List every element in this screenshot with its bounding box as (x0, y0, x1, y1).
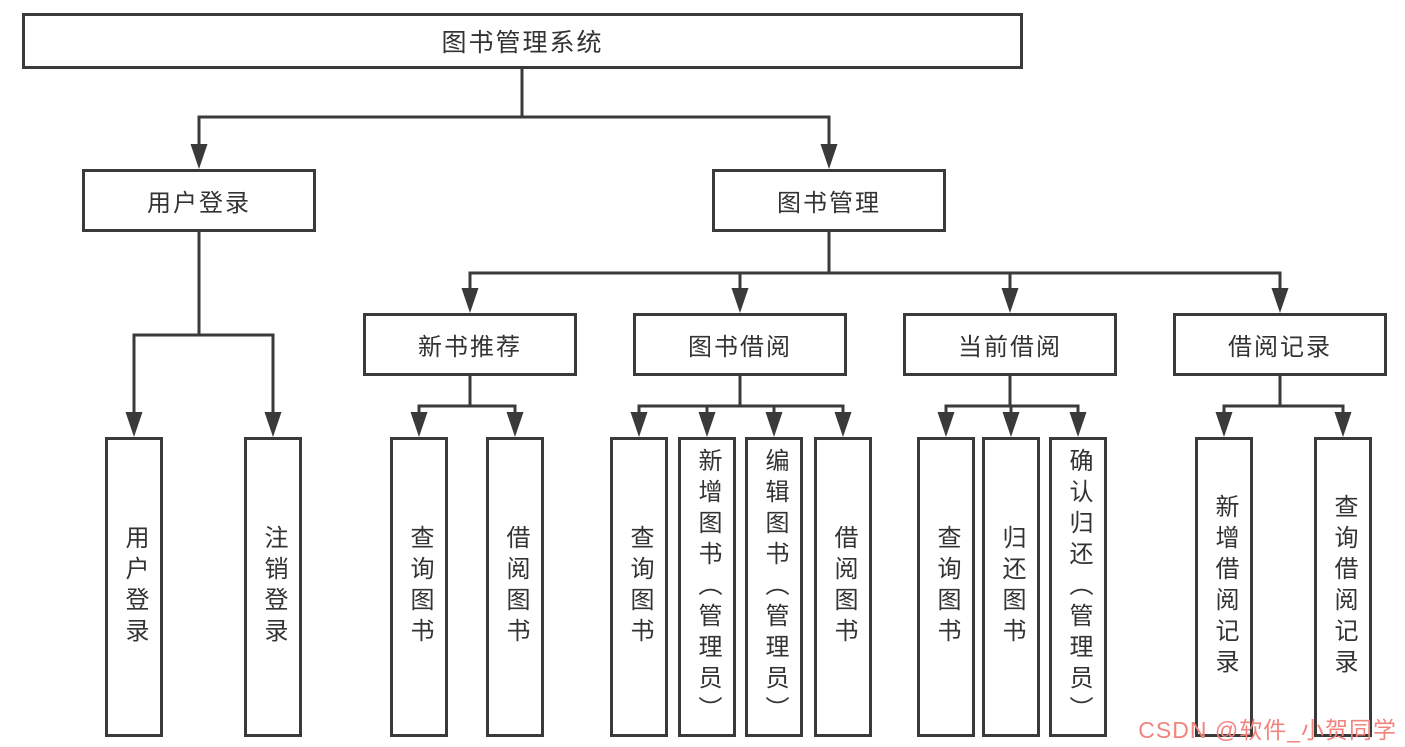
arrowhead (1334, 412, 1352, 437)
node-section-current-borrowing: 当前借阅 (903, 313, 1117, 376)
arrowhead (937, 412, 955, 437)
arrowhead (698, 412, 716, 437)
arrowhead (264, 412, 282, 437)
arrowhead (410, 412, 428, 437)
arrowhead (506, 412, 524, 437)
arrowhead (1069, 412, 1087, 437)
arrowhead (1001, 288, 1019, 313)
edge-root-to-level2 (197, 69, 831, 146)
csdn-watermark: CSDN @软件_小贺同学 (1138, 717, 1397, 743)
leaf-query-books-current: 查询图书 (917, 437, 975, 737)
node-user-login-branch: 用户登录 (82, 169, 316, 232)
arrowhead (1271, 288, 1289, 313)
edge-new-book-recommendation-to-children (417, 376, 517, 414)
arrowhead (731, 288, 749, 313)
node-section-borrowing-records: 借阅记录 (1173, 313, 1387, 376)
leaf-add-book-admin: 新增图书（管理员） (678, 437, 736, 737)
node-root: 图书管理系统 (22, 13, 1023, 69)
edge-user-login-to-children (132, 232, 275, 414)
leaf-borrow-books: 借阅图书 (814, 437, 872, 737)
arrowhead (461, 288, 479, 313)
leaf-borrow-books-recommend: 借阅图书 (486, 437, 544, 737)
arrowhead (190, 144, 208, 169)
edge-borrowing-records-to-children (1222, 376, 1345, 414)
arrowhead (834, 412, 852, 437)
edge-book-management-to-sections (468, 232, 1282, 290)
arrowhead (125, 412, 143, 437)
leaf-logout: 注销登录 (244, 437, 302, 737)
edge-current-borrowing-to-children (944, 376, 1080, 414)
leaf-query-books-borrowing: 查询图书 (610, 437, 668, 737)
node-book-management-branch: 图书管理 (712, 169, 946, 232)
edge-book-borrowing-to-children (637, 376, 845, 414)
leaf-add-borrow-record: 新增借阅记录 (1195, 437, 1253, 737)
leaf-edit-book-admin: 编辑图书（管理员） (745, 437, 803, 737)
node-section-book-borrowing: 图书借阅 (633, 313, 847, 376)
node-section-new-book-recommendation: 新书推荐 (363, 313, 577, 376)
leaf-user-login: 用户登录 (105, 437, 163, 737)
arrowheads (125, 144, 1352, 437)
leaf-query-books-recommend: 查询图书 (390, 437, 448, 737)
arrowhead (1215, 412, 1233, 437)
arrowhead (820, 144, 838, 169)
arrowhead (630, 412, 648, 437)
leaf-return-book: 归还图书 (982, 437, 1040, 737)
arrowhead (765, 412, 783, 437)
leaf-query-borrow-record: 查询借阅记录 (1314, 437, 1372, 737)
arrowhead (1002, 412, 1020, 437)
leaf-confirm-return-admin: 确认归还（管理员） (1049, 437, 1107, 737)
